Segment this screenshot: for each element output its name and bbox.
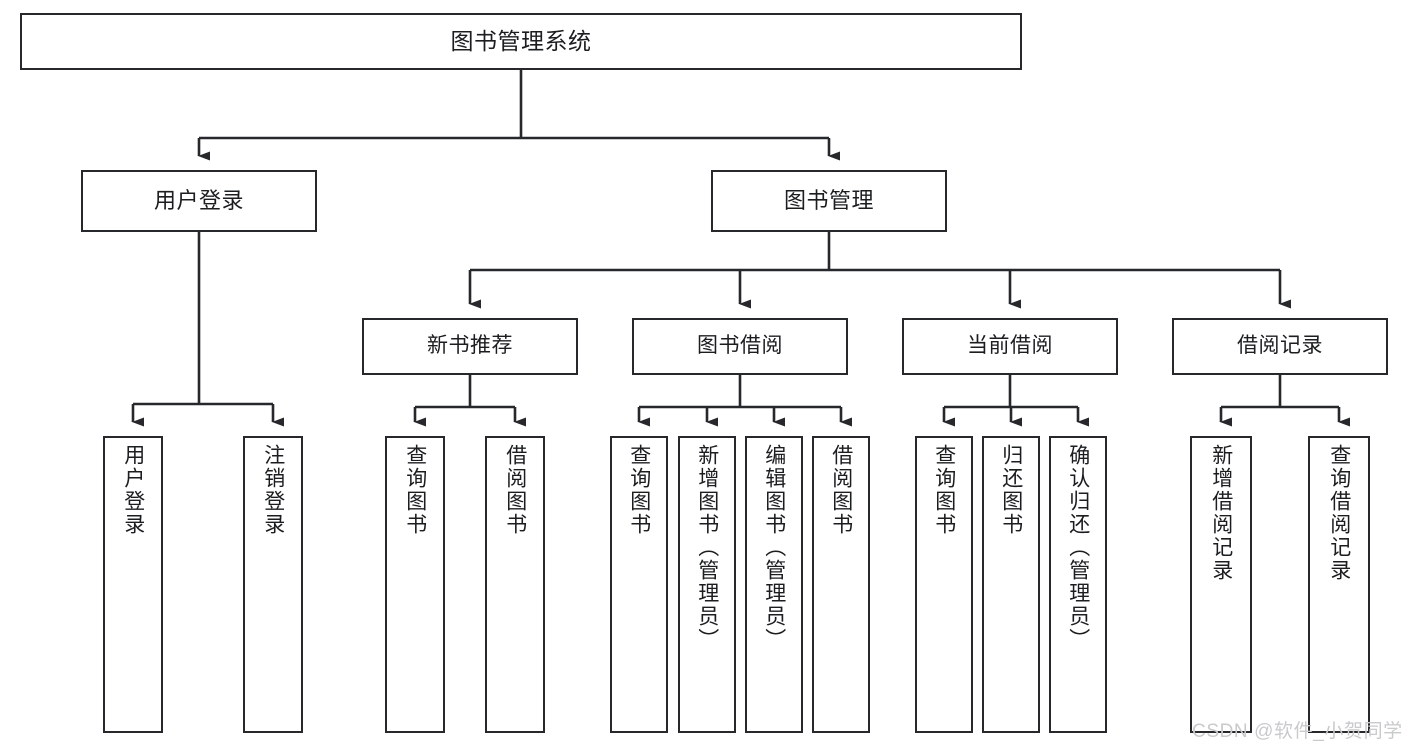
node-leaf-borrow-borrow-book-label: 借阅图书: [829, 444, 853, 536]
node-leaf-current-query-book-label: 查询图书: [932, 444, 956, 536]
node-leaf-recommend-borrow-book[interactable]: 借阅图书: [485, 436, 545, 733]
node-borrow-record-label: 借阅记录: [1237, 334, 1323, 358]
node-book-borrow-label: 图书借阅: [697, 334, 783, 358]
node-leaf-record-query-label: 查询借阅记录: [1327, 444, 1351, 582]
node-leaf-borrow-add-book[interactable]: 新增图书（管理员）: [678, 436, 736, 733]
node-leaf-user-login[interactable]: 用户登录: [103, 436, 163, 733]
node-leaf-recommend-query-book-label: 查询图书: [403, 444, 427, 536]
node-leaf-user-logout[interactable]: 注销登录: [243, 436, 303, 733]
node-leaf-record-add-label: 新增借阅记录: [1209, 444, 1233, 582]
node-leaf-current-confirm-return[interactable]: 确认归还（管理员）: [1049, 436, 1107, 733]
node-leaf-borrow-edit-book[interactable]: 编辑图书（管理员）: [745, 436, 803, 733]
node-root[interactable]: 图书管理系统: [20, 13, 1022, 70]
node-leaf-user-login-label: 用户登录: [121, 444, 145, 536]
node-leaf-current-return-book[interactable]: 归还图书: [982, 436, 1040, 733]
node-user-login-label: 用户登录: [153, 188, 244, 214]
node-leaf-current-query-book[interactable]: 查询图书: [915, 436, 973, 733]
node-leaf-record-add[interactable]: 新增借阅记录: [1190, 436, 1252, 733]
node-current-borrow-label: 当前借阅: [967, 334, 1053, 358]
node-book-management[interactable]: 图书管理: [711, 170, 947, 232]
node-leaf-borrow-query-book-label: 查询图书: [627, 444, 651, 536]
node-new-book-recommend-label: 新书推荐: [427, 334, 513, 358]
node-current-borrow[interactable]: 当前借阅: [902, 318, 1118, 375]
node-leaf-borrow-add-book-label: 新增图书（管理员）: [695, 444, 719, 651]
node-borrow-record[interactable]: 借阅记录: [1172, 318, 1388, 375]
csdn-watermark: CSDN @软件_小贺同学: [1192, 721, 1403, 742]
node-leaf-borrow-query-book[interactable]: 查询图书: [610, 436, 668, 733]
node-leaf-borrow-borrow-book[interactable]: 借阅图书: [812, 436, 870, 733]
node-user-login[interactable]: 用户登录: [81, 170, 317, 232]
node-leaf-record-query[interactable]: 查询借阅记录: [1308, 436, 1370, 733]
node-leaf-recommend-borrow-book-label: 借阅图书: [503, 444, 527, 536]
node-root-label: 图书管理系统: [450, 27, 592, 54]
node-leaf-current-return-book-label: 归还图书: [999, 444, 1023, 536]
node-leaf-current-confirm-return-label: 确认归还（管理员）: [1066, 444, 1090, 651]
node-new-book-recommend[interactable]: 新书推荐: [362, 318, 578, 375]
node-book-borrow[interactable]: 图书借阅: [632, 318, 848, 375]
node-leaf-borrow-edit-book-label: 编辑图书（管理员）: [762, 444, 786, 651]
node-leaf-recommend-query-book[interactable]: 查询图书: [385, 436, 445, 733]
node-leaf-user-logout-label: 注销登录: [261, 444, 285, 536]
node-book-management-label: 图书管理: [783, 188, 874, 214]
